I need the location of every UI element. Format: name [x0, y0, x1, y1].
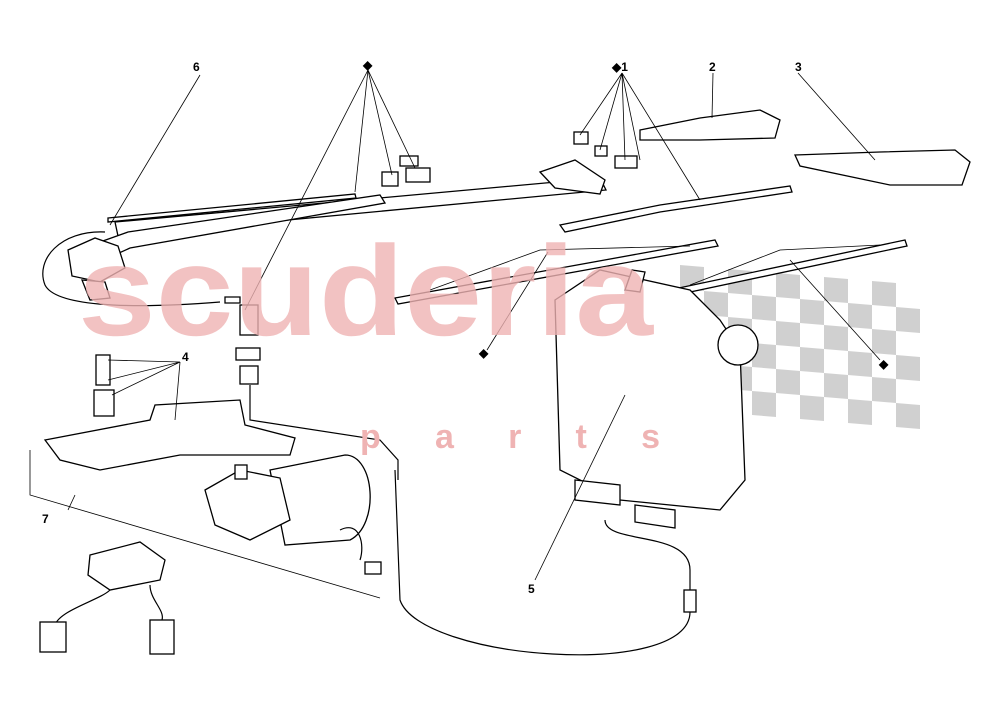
flag-square: [824, 277, 848, 303]
flag-square: [800, 299, 824, 325]
flag-square: [800, 347, 824, 373]
callout-6: 6: [193, 60, 200, 74]
flag-square: [824, 325, 848, 351]
leader-lines: [67, 69, 881, 581]
control-unit: [29, 450, 381, 655]
callout-2: 2: [709, 60, 716, 74]
flag-square: [800, 395, 824, 421]
mounting-bracket: [43, 354, 296, 471]
flag-square: [776, 321, 800, 347]
flag-square: [776, 273, 800, 299]
flag-square: [824, 373, 848, 399]
checkered-flag-watermark: [680, 265, 920, 429]
callout-7: 7: [42, 512, 49, 526]
flag-square: [896, 307, 920, 333]
flag-square: [752, 295, 776, 321]
wiper-cover-3: [794, 149, 971, 186]
callout-5: 5: [528, 582, 535, 596]
flag-square: [872, 329, 896, 355]
callout-3: 3: [795, 60, 802, 74]
callout-diamond-mid: ◆: [478, 346, 489, 360]
flag-square: [896, 355, 920, 381]
washer-jet: [235, 304, 399, 480]
wiper-cover-2: [639, 109, 781, 141]
flag-square: [848, 303, 872, 329]
flag-square: [848, 399, 872, 425]
callout-diamond-top: ◆: [362, 58, 373, 72]
wiper-motor: [204, 454, 382, 575]
flag-square: [752, 391, 776, 417]
clip-parts: [381, 131, 638, 187]
watermark-brand: scuderia: [78, 220, 654, 363]
flag-square: [872, 377, 896, 403]
flag-square: [896, 403, 920, 429]
callout-1: ◆1: [611, 60, 628, 74]
wiper-blade-left: [394, 239, 719, 305]
wiper-arm-left: [42, 159, 608, 307]
flag-square: [872, 281, 896, 307]
callout-4: 4: [182, 350, 189, 364]
washer-reservoir: [394, 269, 759, 656]
flag-square: [776, 369, 800, 395]
wiper-arm-right: [558, 185, 793, 233]
callout-diamond-right: ◆: [878, 357, 889, 371]
flag-square: [848, 351, 872, 377]
